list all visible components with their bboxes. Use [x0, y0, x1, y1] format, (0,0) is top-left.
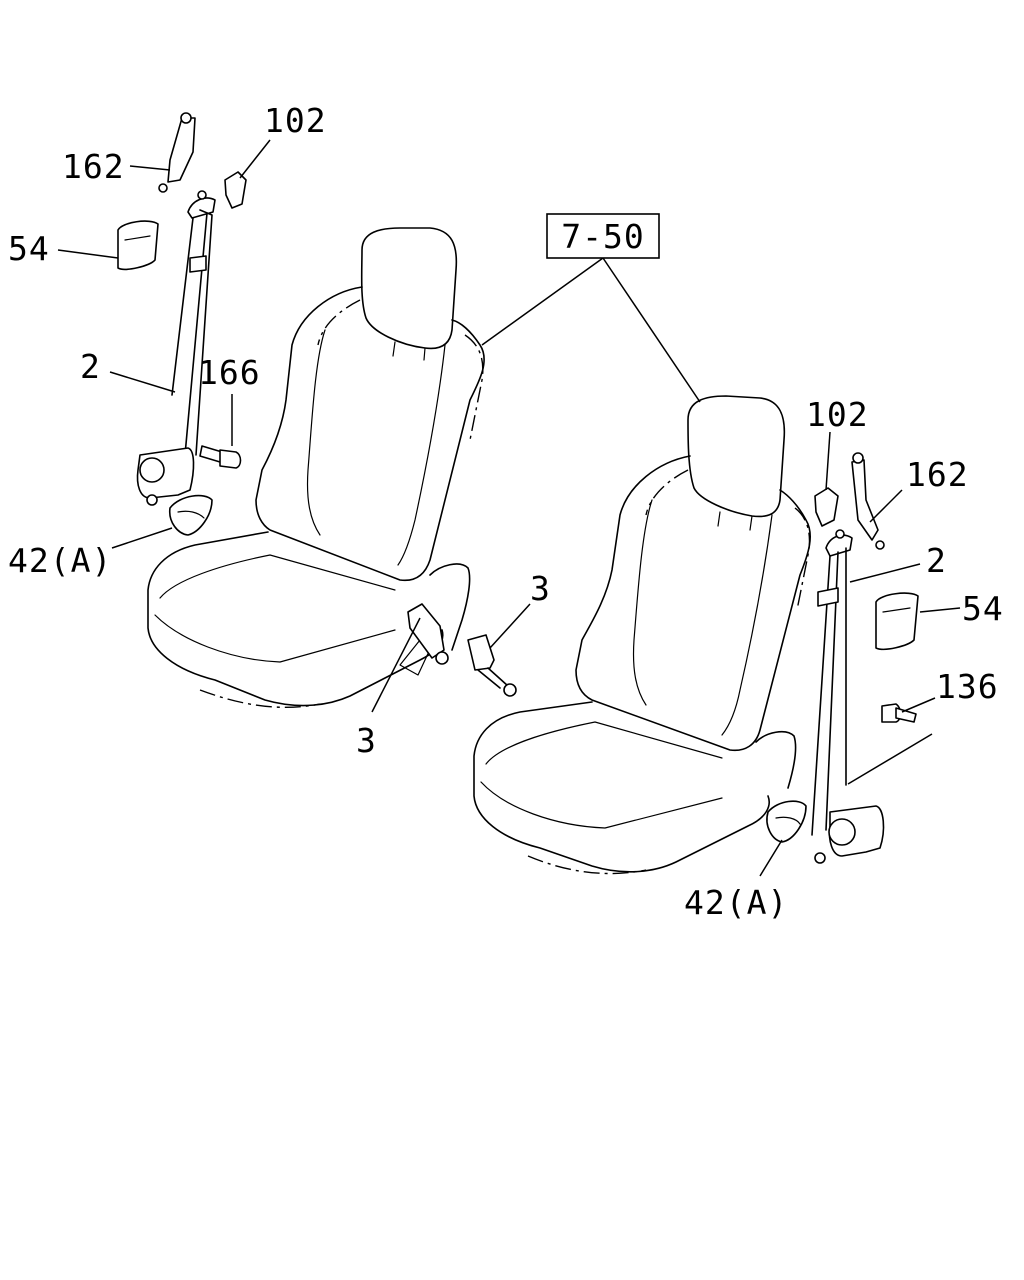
- callout-left-42a: 42(A): [8, 541, 112, 580]
- reference-box: 7-50: [546, 213, 660, 259]
- callout-left-2: 2: [80, 347, 101, 386]
- leader-lines: [57, 139, 961, 877]
- callout-center-3-left: 3: [356, 721, 377, 760]
- left-seat-belt: [117, 112, 247, 536]
- callout-left-162: 162: [62, 147, 125, 186]
- callout-labels: 162 102 54 2 166 42(A) 3 3 102 162 2 54 …: [8, 101, 1004, 922]
- callout-right-2: 2: [926, 541, 947, 580]
- left-seat: [147, 227, 485, 708]
- right-seat-belt: [766, 452, 919, 864]
- callout-left-102: 102: [264, 101, 327, 140]
- callout-center-3-right: 3: [530, 569, 551, 608]
- callout-left-54: 54: [8, 229, 50, 268]
- callout-right-136: 136: [936, 667, 999, 706]
- callout-right-54: 54: [962, 589, 1004, 628]
- callout-left-166: 166: [198, 353, 261, 392]
- right-seat: [473, 395, 811, 875]
- reference-label: 7-50: [561, 217, 644, 256]
- callout-right-102: 102: [806, 395, 869, 434]
- left-seat-buckle: [407, 603, 449, 665]
- callout-right-42a: 42(A): [684, 883, 788, 922]
- center-buckle: [467, 634, 517, 697]
- callout-right-162: 162: [906, 455, 969, 494]
